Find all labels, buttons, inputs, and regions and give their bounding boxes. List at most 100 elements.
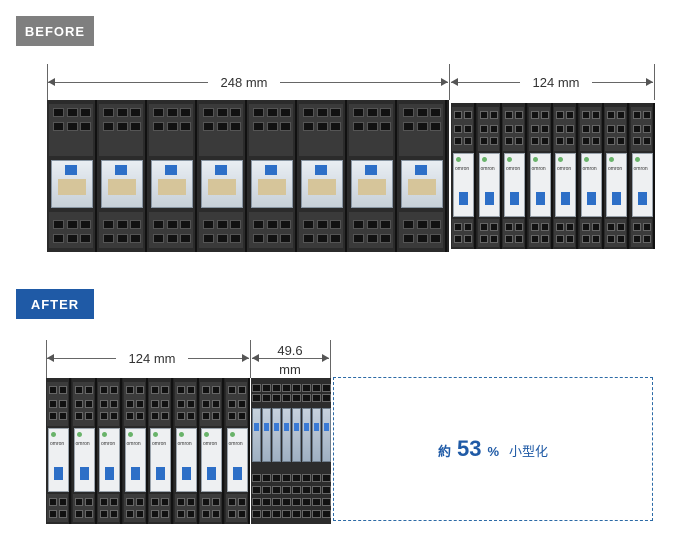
relay-face: omron	[73, 428, 95, 492]
terminal-screw	[317, 108, 328, 117]
terminal-screw	[135, 510, 144, 518]
terminal-screw	[186, 412, 195, 420]
terminal-screw	[479, 223, 488, 231]
terminal-screw	[100, 412, 108, 420]
terminal-screw	[322, 384, 331, 392]
relay-face: omron	[529, 153, 551, 217]
led-indicator	[481, 157, 487, 162]
terminal-screw	[282, 498, 291, 506]
terminal-screw	[252, 486, 261, 494]
terminal-screw	[80, 234, 91, 243]
terminal-screw	[180, 122, 191, 131]
terminal-screw	[227, 510, 236, 518]
terminal-screw	[212, 386, 220, 394]
terminal-screw	[53, 234, 64, 243]
terminal-screw	[100, 400, 108, 408]
terminal-screw	[135, 386, 144, 394]
slim-relay: omron	[173, 378, 199, 524]
terminal-screw	[217, 220, 228, 229]
terminal-screw	[479, 235, 488, 243]
callout-unit: %	[487, 444, 500, 459]
terminal-screw	[505, 137, 513, 145]
relay-face	[262, 408, 271, 462]
terminal-screw	[110, 400, 118, 408]
relay-face	[272, 408, 281, 462]
terminal-screw	[282, 384, 291, 392]
terminal-screw	[642, 125, 651, 133]
terminal-screw	[217, 234, 228, 243]
terminal-screw	[151, 386, 159, 394]
terminal-screw	[84, 498, 93, 506]
terminal-screw	[302, 394, 311, 402]
terminal-screw	[530, 137, 539, 145]
terminal-screw	[180, 234, 191, 243]
terminal-screw	[479, 111, 488, 119]
terminal-screw	[282, 510, 291, 518]
led-indicator	[507, 157, 512, 162]
terminal-screw	[67, 220, 78, 229]
terminal-screw	[312, 510, 321, 518]
terminal-screw	[566, 111, 574, 119]
relay-face	[312, 408, 321, 462]
terminal-screw	[230, 234, 241, 243]
relay-cube	[251, 160, 293, 208]
callout-value: 53	[456, 436, 482, 461]
terminal-screw	[505, 125, 513, 133]
terminal-screw	[591, 223, 600, 231]
dim-label-124-after: 124 mm	[116, 351, 188, 366]
led-indicator	[532, 157, 538, 162]
terminal-screw	[49, 412, 57, 420]
led-indicator	[102, 432, 107, 437]
terminal-screw	[80, 122, 91, 131]
led-indicator	[583, 157, 589, 162]
terminal-screw	[53, 108, 64, 117]
terminal-screw	[353, 220, 364, 229]
terminal-screw	[203, 220, 214, 229]
relay-face: omron	[504, 153, 525, 217]
terminal-screw	[237, 412, 246, 420]
ultra-slim-relay	[271, 378, 282, 524]
terminal-screw	[367, 220, 378, 229]
terminal-screw	[317, 234, 328, 243]
ultra-slim-relay	[321, 378, 331, 524]
terminal-screw	[167, 122, 178, 131]
terminal-screw	[253, 122, 264, 131]
terminal-screw	[161, 412, 169, 420]
relay-face: omron	[99, 428, 120, 492]
terminal-screw	[556, 235, 564, 243]
terminal-screw	[212, 412, 220, 420]
terminal-screw	[581, 111, 590, 119]
terminal-screw	[591, 125, 600, 133]
terminal-screw	[330, 220, 341, 229]
slim-relay: omron	[97, 378, 122, 524]
test-button	[254, 423, 259, 431]
terminal-screw	[303, 122, 314, 131]
dim-tick	[654, 64, 655, 100]
slim-relay: omron	[553, 103, 578, 249]
terminal-screw	[227, 498, 236, 506]
test-button	[304, 423, 309, 431]
terminal-screw	[151, 412, 159, 420]
terminal-screw	[151, 400, 159, 408]
dim-tick	[330, 340, 331, 378]
terminal-screw	[302, 498, 311, 506]
terminal-screw	[632, 111, 641, 119]
test-button	[215, 165, 227, 175]
relay-brand: omron	[455, 166, 470, 172]
test-button	[612, 192, 621, 205]
relay-brand: omron	[101, 441, 116, 447]
terminal-screw	[117, 108, 128, 117]
before-badge: BEFORE	[16, 16, 94, 46]
terminal-screw	[454, 137, 462, 145]
terminal-screw	[581, 223, 590, 231]
slim-relay: omron	[71, 378, 97, 524]
terminal-screw	[262, 394, 271, 402]
terminal-screw	[454, 125, 462, 133]
terminal-screw	[80, 108, 91, 117]
terminal-screw	[642, 235, 651, 243]
terminal-screw	[540, 137, 549, 145]
relay-brand: omron	[152, 441, 167, 447]
terminal-screw	[151, 498, 159, 506]
terminal-screw	[100, 498, 108, 506]
